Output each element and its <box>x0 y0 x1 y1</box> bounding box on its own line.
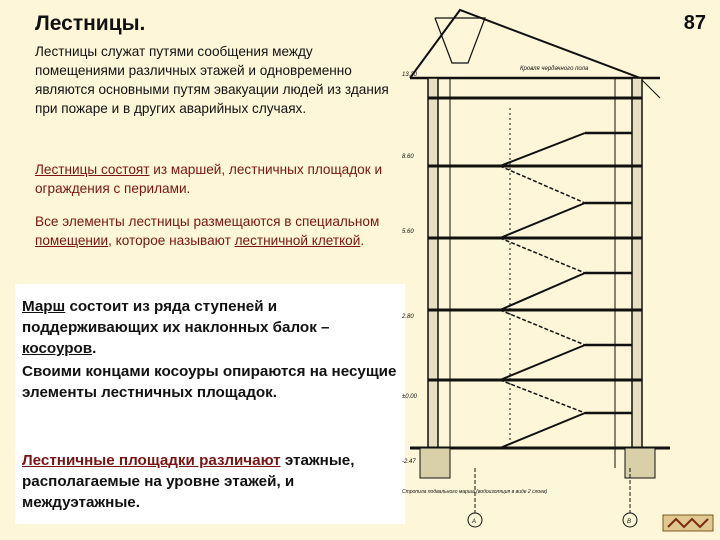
definitions-box <box>15 284 405 524</box>
march-link[interactable]: Марш <box>22 298 66 315</box>
composition-text: из маршей, лестничных площадок и огражде… <box>35 162 383 196</box>
landings-link[interactable]: Лестничные площадки различают <box>22 452 281 469</box>
stairwell-paragraph: Все элементы лестницы размещаются в спец… <box>35 212 395 250</box>
level-label: 8.60 <box>402 154 414 160</box>
march-definition: Марш состоит из ряда ступеней и поддержи… <box>22 296 402 359</box>
stairwell-text-pre: Все элементы лестницы размещаются в спец… <box>35 214 380 229</box>
landings-rest: этажные, располагаемые на уровне этажей,… <box>22 452 355 511</box>
level-label: 5.60 <box>402 229 414 235</box>
room-link[interactable]: помещении <box>35 233 109 248</box>
march-text: состоит из ряда ступеней и поддерживающи… <box>22 298 330 336</box>
stairwell-link[interactable]: лестничной клеткой <box>234 233 361 248</box>
definition-paragraph: Лестницы служат путями сообщения между п… <box>35 44 389 116</box>
composition-link[interactable]: Лестницы состоят <box>35 162 150 177</box>
kosour-support-text: Своими концами косоуры опираются на несу… <box>22 363 397 401</box>
page-number: 87 <box>683 12 706 34</box>
stairwell-text-post: . <box>360 233 365 248</box>
axis-label-a: А <box>471 519 476 525</box>
landings-text: Лестничные площадки различают этажные, р… <box>22 450 402 513</box>
kosour-link[interactable]: косоуров <box>22 340 93 357</box>
stairwell-text-mid: , которое называют <box>108 233 235 248</box>
level-label: ±0.00 <box>402 394 418 400</box>
kosour-dot: . <box>92 340 97 357</box>
composition-paragraph: Лестницы состоят из маршей, лестничных п… <box>35 160 395 198</box>
roof-label: Кровля чердачного пола <box>520 66 589 72</box>
stairwell-section-drawing: Кровля чердачного пола 13.30 8.60 5.60 2… <box>401 8 670 528</box>
axis-label-b: В <box>627 519 631 525</box>
level-label: 2.80 <box>401 314 414 320</box>
level-label: 13.30 <box>402 72 418 78</box>
level-label: -2.47 <box>402 459 416 465</box>
slide-title: Лестницы. <box>35 12 146 35</box>
logo-icon <box>662 514 714 532</box>
bottom-note: Стропила подвального марша (водоизоляция… <box>402 489 548 495</box>
